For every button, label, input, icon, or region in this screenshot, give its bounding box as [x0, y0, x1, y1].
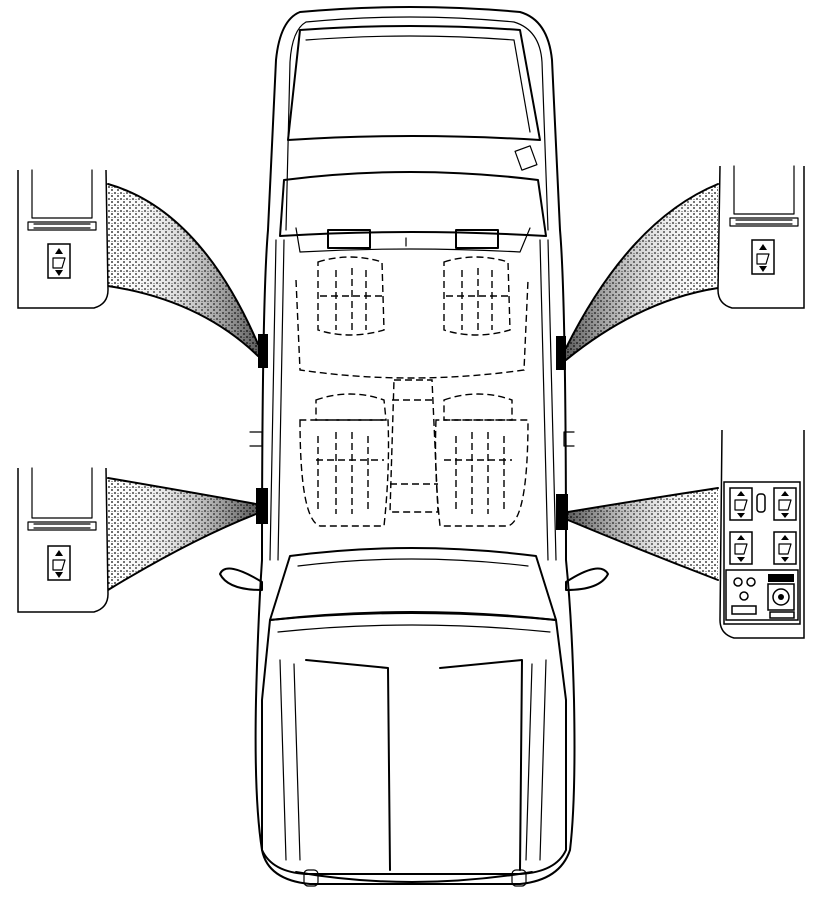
triangle-up-icon: [781, 535, 789, 540]
callout-front-right-door: [717, 165, 805, 309]
window-icon: [734, 543, 748, 555]
mirror-fold-icon: [739, 591, 749, 601]
rear-seats: [295, 256, 529, 379]
left-mirror: [219, 567, 263, 591]
window-switch: [751, 239, 775, 275]
triangle-down-icon: [55, 572, 63, 578]
triangle-down-icon: [781, 557, 789, 562]
triangle-up-icon: [781, 491, 789, 496]
lock-switch: [756, 493, 766, 513]
rear-window: [287, 25, 541, 141]
window-switch: [47, 243, 71, 279]
window-switch: [729, 531, 753, 565]
callout-rear-left-door: [17, 467, 109, 613]
hood: [261, 612, 567, 875]
triangle-up-icon: [737, 535, 745, 540]
triangle-down-icon: [781, 513, 789, 518]
front-right-switch-location: [556, 336, 566, 370]
center-console: [389, 379, 439, 513]
driver-master-switch-location: [556, 494, 568, 530]
triangle-down-icon: [737, 513, 745, 518]
triangle-down-icon: [55, 270, 63, 276]
window-icon: [778, 499, 792, 511]
callout-driver-door-master-panel: [719, 429, 805, 639]
window-icon: [756, 253, 770, 265]
window-switch: [729, 487, 753, 521]
triangle-up-icon: [55, 550, 63, 556]
triangle-down-icon: [737, 557, 745, 562]
mirror-select-left-icon: [733, 577, 743, 587]
triangle-up-icon: [55, 248, 63, 254]
front-left-switch-location: [258, 334, 268, 368]
callout-beams: [107, 183, 719, 591]
rear-left-switch-location: [256, 488, 268, 524]
window-switch: [47, 545, 71, 581]
window-icon: [734, 499, 748, 511]
car-top-view-icon: [219, 6, 609, 887]
window-switch: [773, 487, 797, 521]
window-icon: [52, 257, 66, 269]
window-switch: [773, 531, 797, 565]
front-seats: [299, 393, 529, 527]
car-body-outline: [254, 6, 576, 885]
callout-front-left-door: [17, 169, 109, 309]
triangle-up-icon: [737, 491, 745, 496]
window-icon: [778, 543, 792, 555]
mirror-select-right-icon: [746, 577, 756, 587]
triangle-up-icon: [759, 244, 767, 250]
triangle-down-icon: [759, 266, 767, 272]
right-mirror: [565, 567, 609, 591]
window-icon: [52, 559, 66, 571]
